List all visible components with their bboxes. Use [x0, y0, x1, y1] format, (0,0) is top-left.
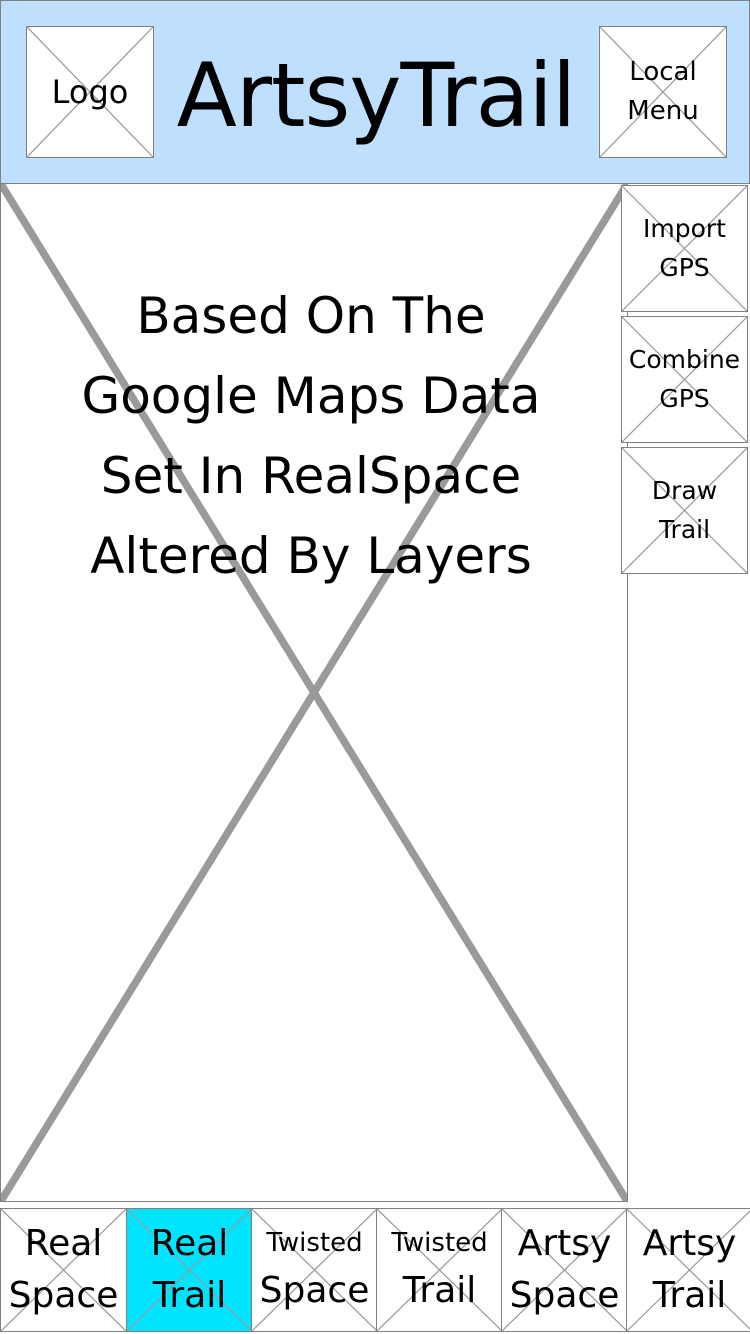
tab-label-line1: Artsy — [517, 1222, 612, 1264]
tab-label-line2: Trail — [652, 1275, 727, 1316]
tab-label-line2: Space — [259, 1269, 370, 1311]
tab-label: Twisted Space — [252, 1209, 377, 1331]
combine-gps-label: Combine GPS — [628, 344, 741, 413]
tab-label: Twisted Trail — [377, 1209, 502, 1331]
tab-label: Artsy Trail — [627, 1209, 750, 1331]
tab-real-space[interactable]: Real Space — [0, 1208, 127, 1332]
tab-label-line1: Real — [150, 1222, 229, 1264]
draw-trail-label: Draw Trail — [651, 475, 718, 544]
combine-gps-button[interactable]: Combine GPS — [621, 316, 748, 443]
map-view[interactable]: Based On The Google Maps Data Set In Rea… — [0, 184, 628, 1202]
logo[interactable]: Logo — [26, 26, 154, 158]
tab-artsy-trail[interactable]: Artsy Trail — [626, 1208, 750, 1332]
draw-trail-button[interactable]: Draw Trail — [621, 447, 748, 574]
logo-label: Logo — [51, 72, 129, 111]
tab-twisted-trail[interactable]: Twisted Trail — [376, 1208, 503, 1332]
tab-label-line2: Trail — [152, 1275, 227, 1316]
local-menu-label: Local Menu — [627, 57, 699, 126]
tab-label: Real Space — [1, 1209, 126, 1331]
local-menu-button[interactable]: Local Menu — [599, 26, 727, 158]
tab-real-trail[interactable]: Real Trail — [126, 1208, 253, 1332]
tab-label-line1: Twisted — [266, 1228, 363, 1259]
tab-label-line2: Space — [8, 1275, 119, 1316]
import-gps-label: Import GPS — [643, 213, 726, 282]
tab-label-line1: Artsy — [642, 1222, 737, 1264]
tab-label-line1: Real — [24, 1222, 103, 1264]
app-title: ArtsyTrail — [176, 44, 577, 148]
import-gps-button[interactable]: Import GPS — [621, 185, 748, 312]
tab-label-line1: Twisted — [391, 1228, 488, 1259]
map-placeholder-text: Based On The Google Maps Data Set In Rea… — [81, 287, 541, 585]
tab-label-line2: Trail — [402, 1269, 477, 1311]
tab-label: Artsy Space — [502, 1209, 627, 1331]
tab-twisted-space[interactable]: Twisted Space — [251, 1208, 378, 1332]
tab-artsy-space[interactable]: Artsy Space — [501, 1208, 628, 1332]
app-header: Logo ArtsyTrail Local Menu — [0, 0, 750, 184]
tab-label-line2: Space — [509, 1275, 620, 1316]
tab-label: Real Trail — [127, 1209, 252, 1331]
